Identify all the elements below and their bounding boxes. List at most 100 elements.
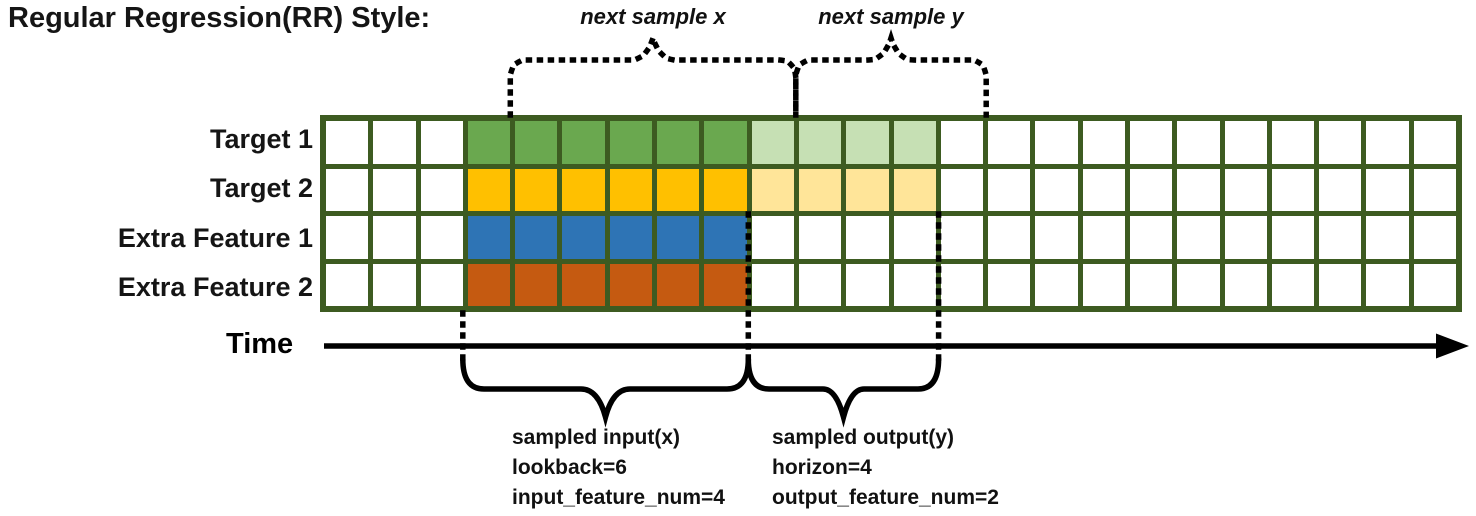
grid-cell <box>657 168 700 211</box>
grid-cell <box>846 263 889 306</box>
grid-cell <box>751 168 794 211</box>
grid-cell <box>846 121 889 164</box>
grid-cell <box>1224 168 1267 211</box>
grid-cell <box>940 263 984 306</box>
grid-cell <box>1035 263 1078 306</box>
grid-cell <box>798 168 842 211</box>
sampled-input-title: sampled input(x) <box>512 426 681 449</box>
grid-cell <box>751 121 794 164</box>
grid-cell <box>1129 121 1173 164</box>
next-sample-x-brace <box>507 28 799 118</box>
grid-cell <box>893 168 936 211</box>
sampled-output-title: sampled output(y) <box>772 426 954 449</box>
grid-cell <box>940 168 984 211</box>
grid-cell <box>1319 168 1362 211</box>
grid-cell <box>609 216 653 259</box>
grid-cell <box>373 216 416 259</box>
grid-cell <box>609 263 653 306</box>
grid-cell <box>420 121 463 164</box>
grid-cell <box>1271 168 1315 211</box>
grid-cell <box>940 121 984 164</box>
grid-cell <box>1129 168 1173 211</box>
sampled-output-caption: sampled output(y) horizon=4 output_featu… <box>772 423 999 513</box>
grid-cell <box>893 121 936 164</box>
page-title: Regular Regression(RR) Style: <box>8 2 431 34</box>
grid-cell <box>326 168 369 211</box>
row-label-extra-feature-1: Extra Feature 1 <box>117 222 313 253</box>
grid-cell <box>515 263 558 306</box>
grid-cell <box>1366 263 1409 306</box>
grid-cell <box>988 168 1031 211</box>
grid-cell <box>893 263 936 306</box>
grid-cell <box>1413 263 1456 306</box>
next-sample-y-brace <box>793 28 989 118</box>
grid-cell <box>1319 263 1362 306</box>
grid-cell <box>1224 121 1267 164</box>
row-label-extra-feature-2: Extra Feature 2 <box>117 271 313 302</box>
grid-cell <box>1082 263 1125 306</box>
grid-cell <box>704 263 747 306</box>
output-feature-num-value: output_feature_num=2 <box>772 486 999 509</box>
grid-cell <box>467 168 511 211</box>
grid-cell <box>420 216 463 259</box>
grid-cell <box>1319 216 1362 259</box>
sampled-input-caption: sampled input(x) lookback=6 input_featur… <box>512 423 725 513</box>
grid-cell <box>798 216 842 259</box>
row-label-target-1: Target 1 <box>209 124 313 155</box>
grid-cell <box>609 121 653 164</box>
grid-cell <box>326 121 369 164</box>
grid-cell <box>373 168 416 211</box>
row-label-target-2: Target 2 <box>209 173 313 204</box>
grid-cell <box>326 216 369 259</box>
grid-cell <box>704 216 747 259</box>
grid-cell <box>1319 121 1362 164</box>
grid-cell <box>988 121 1031 164</box>
next-sample-y-label: next sample y <box>818 4 964 29</box>
grid-cell <box>1082 216 1125 259</box>
grid-cell <box>1177 121 1220 164</box>
grid-cell <box>1366 216 1409 259</box>
grid-cell <box>467 216 511 259</box>
grid-cell <box>1271 121 1315 164</box>
grid-cell <box>1413 216 1456 259</box>
grid-cell <box>467 263 511 306</box>
grid-cell <box>1177 263 1220 306</box>
grid-cell <box>1035 121 1078 164</box>
grid-cell <box>704 168 747 211</box>
grid-cell <box>1035 168 1078 211</box>
time-arrow-head <box>1436 333 1469 359</box>
grid-cell <box>1129 263 1173 306</box>
grid-cell <box>1082 121 1125 164</box>
grid-cell <box>798 121 842 164</box>
sampled-output-brace <box>745 356 942 428</box>
grid-cell <box>1224 263 1267 306</box>
grid-cell <box>1224 216 1267 259</box>
grid-cell <box>515 121 558 164</box>
input-feature-num-value: input_feature_num=4 <box>512 486 725 509</box>
grid-cell <box>798 263 842 306</box>
grid-cell <box>1129 216 1173 259</box>
grid-cell <box>1177 168 1220 211</box>
sample-grid <box>320 115 1462 312</box>
time-axis-label: Time <box>226 328 294 360</box>
grid-cell <box>1271 263 1315 306</box>
lookback-value: lookback=6 <box>512 456 627 479</box>
grid-cell <box>704 121 747 164</box>
grid-cell <box>846 216 889 259</box>
grid-cell <box>1366 121 1409 164</box>
row-labels: Target 1 Target 2 Extra Feature 1 Extra … <box>0 115 313 312</box>
grid-cell <box>846 168 889 211</box>
grid-cell <box>609 168 653 211</box>
grid-cell <box>562 168 605 211</box>
grid-cell <box>751 216 794 259</box>
grid-cell <box>1413 168 1456 211</box>
grid-cell <box>1413 121 1456 164</box>
grid-cell <box>420 263 463 306</box>
grid-cell <box>420 168 463 211</box>
grid-cell <box>940 216 984 259</box>
next-sample-x-label: next sample x <box>580 4 726 29</box>
grid-cell <box>657 216 700 259</box>
grid-cell <box>467 121 511 164</box>
grid-cell <box>515 168 558 211</box>
